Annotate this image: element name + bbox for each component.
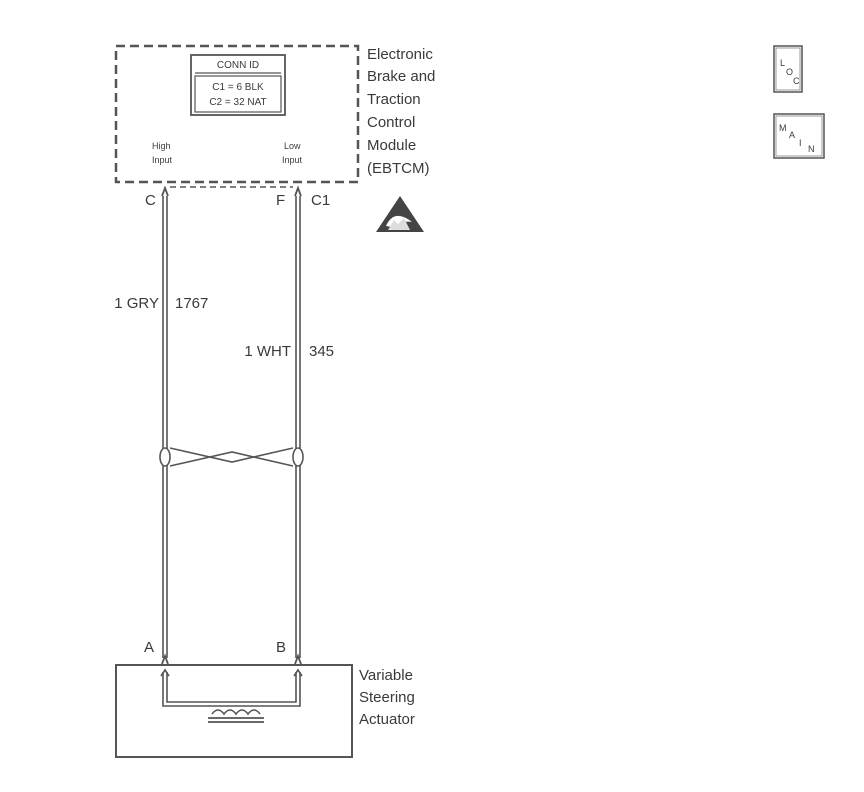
ebtcm-name-line5: Module [367,137,416,154]
ebtcm-name-line6: (EBTCM) [367,160,430,177]
actuator-name-line2: Steering [359,689,415,706]
ebtcm-name-line1: Electronic [367,46,433,63]
conn-id-box [190,54,286,116]
pin-f-label: F [276,192,285,209]
main-icon: M A I N [773,113,825,159]
ebtcm-name-line2: Brake and [367,68,435,85]
svg-text:N: N [808,144,815,154]
variable-steering-actuator: Variable Steering Actuator [115,664,415,758]
actuator-outline [115,664,353,758]
coil-icon [208,709,264,723]
ebtcm-dashed-outline [114,44,360,184]
svg-text:I: I [799,138,802,148]
high-input-label-line1: High [152,141,171,151]
bottom-connector-terminals [161,653,302,665]
wire-high-gry [162,196,168,658]
svg-text:C: C [793,76,800,86]
twisted-pair-symbol [159,447,304,467]
ebtcm-name-line3: Traction [367,91,421,108]
esd-warning-icon [376,196,424,232]
svg-text:A: A [789,130,795,140]
conn-id-row-c1: C1 = 6 BLK [212,82,264,93]
high-input-label-line2: Input [152,155,173,165]
connector-c1-label: C1 [311,192,330,209]
wire-low-circuit: 345 [309,343,334,360]
ebtcm-module: CONN ID C1 = 6 BLK C2 = 32 NAT High Inpu… [114,44,435,184]
pin-a-label: A [144,639,154,656]
loc-icon: L O C [773,45,803,93]
conn-id-title: CONN ID [217,60,259,71]
pin-c-label: C [145,192,156,209]
wire-high-gauge-color: 1 GRY [114,295,159,312]
actuator-name-line1: Variable [359,667,413,684]
top-connector-terminals [161,185,302,197]
actuator-name-line3: Actuator [359,711,415,728]
low-input-label-line1: Low [284,141,301,151]
svg-text:M: M [779,123,787,133]
wire-low-wht [295,196,301,658]
ebtcm-name-line4: Control [367,114,415,131]
wire-low-gauge-color: 1 WHT [244,343,291,360]
svg-text:O: O [786,67,793,77]
conn-id-row-c2: C2 = 32 NAT [209,97,266,108]
pin-b-label: B [276,639,286,656]
wire-high-circuit: 1767 [175,295,208,312]
svg-text:L: L [780,58,785,68]
low-input-label-line2: Input [282,155,303,165]
